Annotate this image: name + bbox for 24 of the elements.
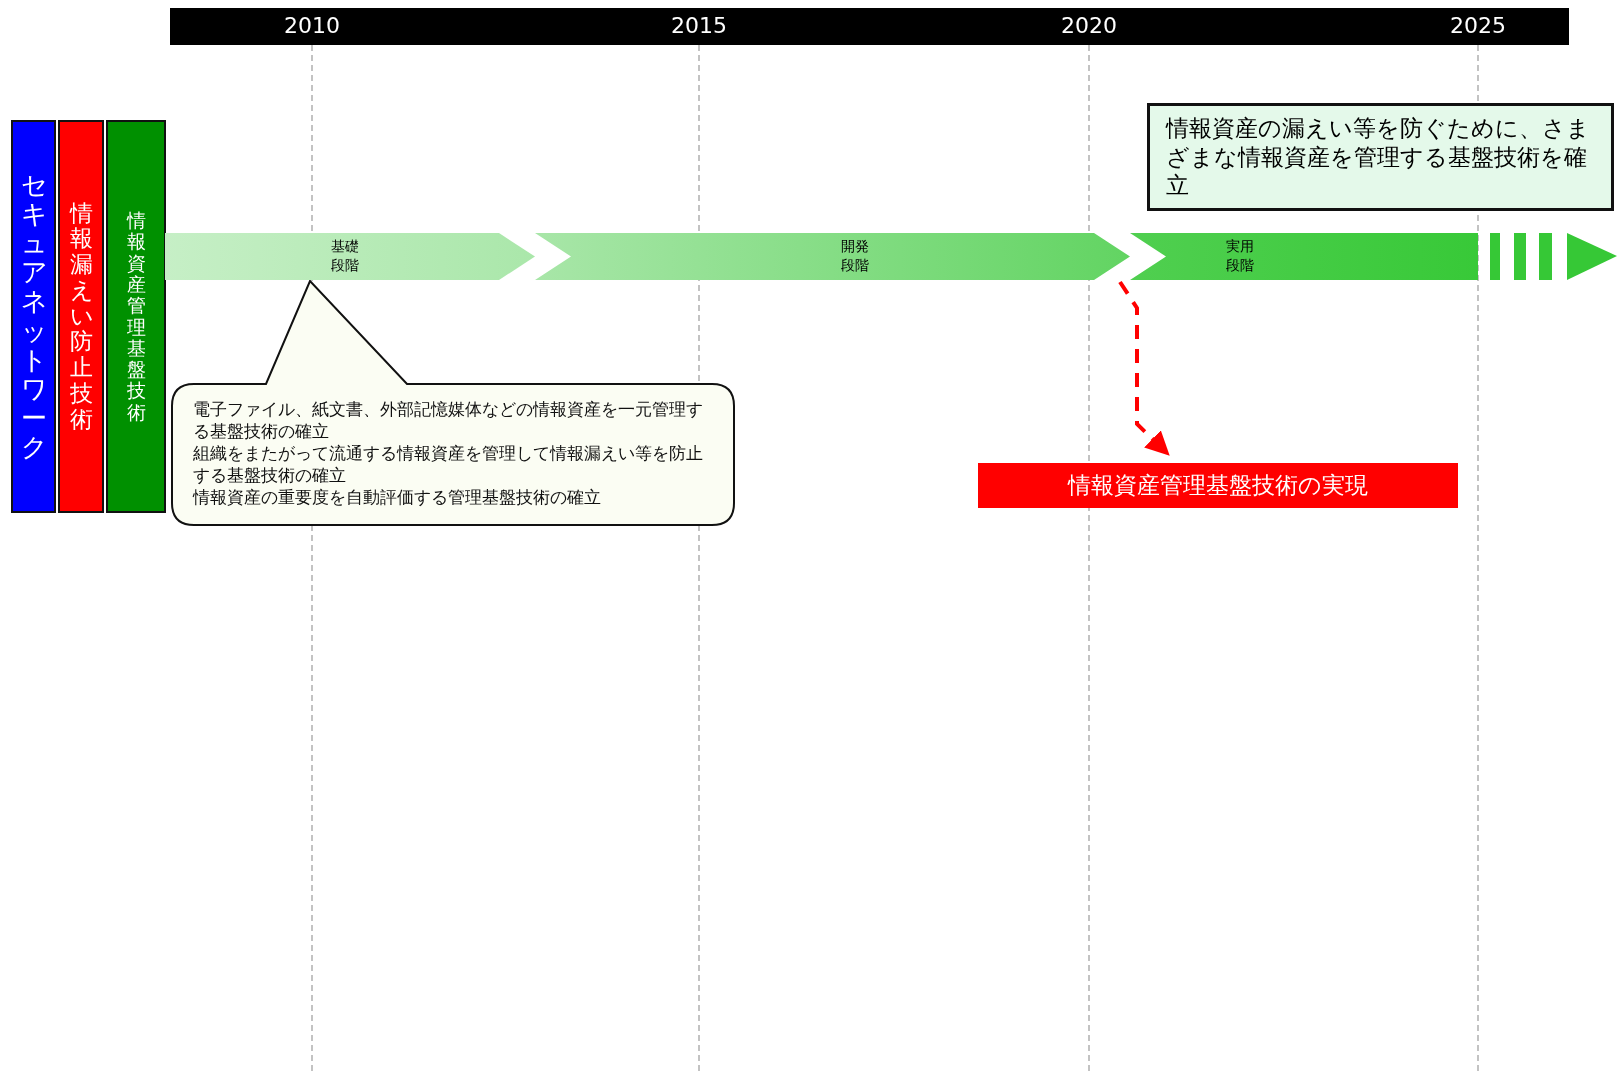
year-label: 2025: [1449, 12, 1507, 40]
category-band: [106, 120, 166, 513]
year-label: 2010: [283, 12, 341, 40]
band-label: 情報資産管理基盤技術: [126, 210, 146, 423]
callout-text: 情報資産の重要度を自動評価する管理基盤技術の確立: [193, 486, 602, 508]
box-text: 情報資産の漏えい等を防ぐために、さまざまな情報資産を管理する基盤技術を確立: [1166, 113, 1591, 201]
speech-bubble: [171, 280, 736, 527]
result-box: [978, 463, 1458, 508]
phase-label: 基礎段階: [330, 237, 360, 275]
year-label: 2015: [670, 12, 728, 40]
band-label: セキュアネットワーク: [20, 170, 47, 463]
box-text: 情報資産管理基盤技術の実現: [1068, 471, 1368, 500]
band-label: 情報漏えい防止技術: [69, 200, 93, 433]
category-band: [11, 120, 56, 513]
category-band: [58, 120, 104, 513]
phase-label: 開発段階: [840, 237, 870, 275]
year-label: 2020: [1060, 12, 1118, 40]
phase-label: 実用段階: [1225, 237, 1255, 275]
phase-band: [165, 233, 535, 280]
phase-band: [1130, 233, 1478, 280]
callout-text: 組織をまたがって流通する情報資産を管理して情報漏えい等を防止する基盤技術の確立: [193, 442, 704, 486]
arrow: [1118, 280, 1170, 456]
goal-box: [1147, 103, 1614, 211]
callout-text: 電子ファイル、紙文書、外部記憶媒体などの情報資産を一元管理する基盤技術の確立: [193, 398, 704, 442]
